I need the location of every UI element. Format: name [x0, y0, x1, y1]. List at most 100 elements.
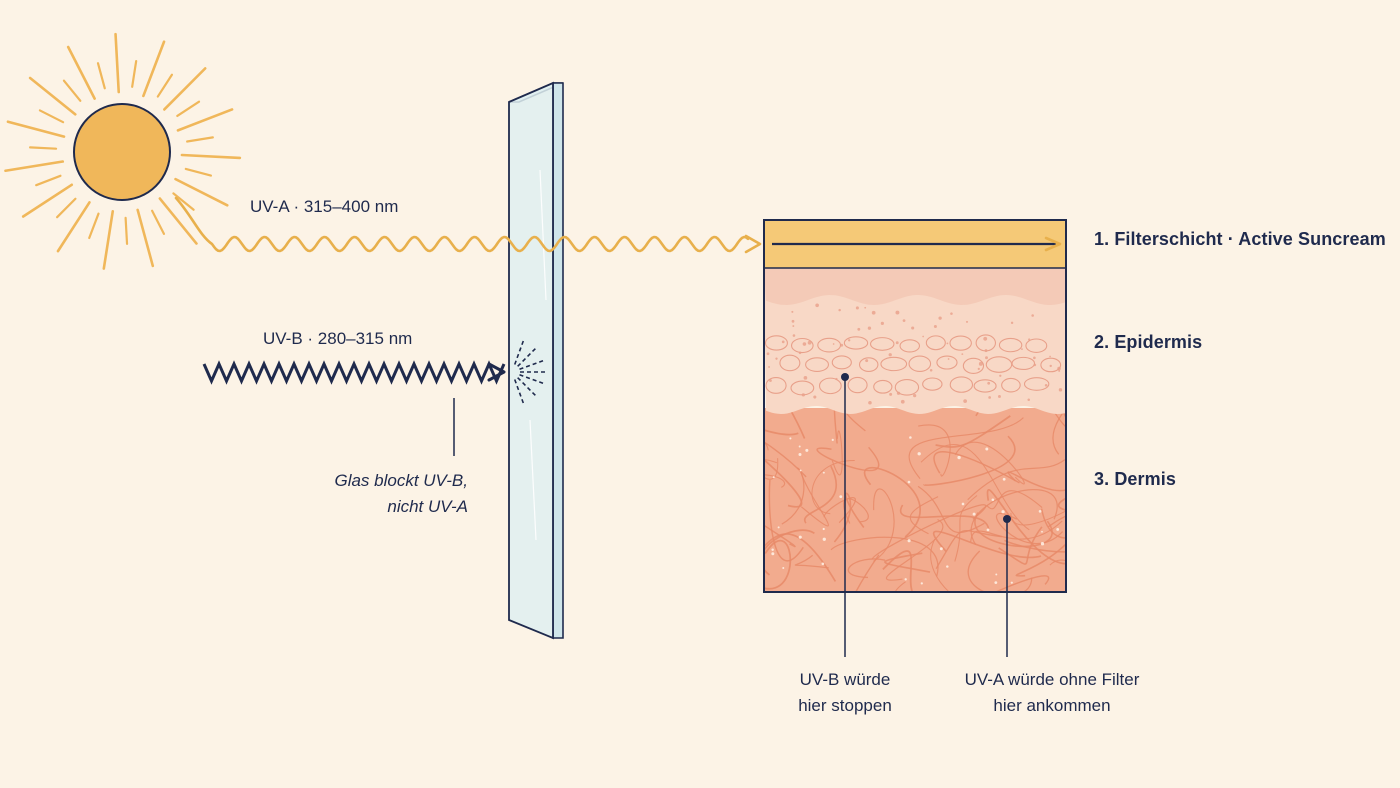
burst-ray [519, 359, 545, 371]
fiber [1057, 497, 1066, 512]
dermis-dot [917, 452, 921, 456]
sun-ray [114, 32, 121, 94]
dermis-dot [1041, 530, 1043, 533]
glass-note-line2: nicht UV-A [387, 497, 468, 516]
cell-dot [775, 357, 778, 360]
cell-dot [792, 325, 795, 328]
fiber [930, 538, 950, 592]
dermis-dot [1056, 528, 1060, 531]
sun-ray [176, 108, 234, 132]
fiber [967, 459, 1066, 501]
cell-dot [983, 336, 988, 341]
dermis-dot [985, 447, 989, 451]
fiber [970, 520, 1063, 543]
uvb-label: UV-B · 280–315 nm [263, 329, 413, 348]
sun-ray [21, 183, 74, 218]
uva-label: UV-A · 315–400 nm [250, 197, 399, 216]
cell-dot [913, 394, 917, 398]
glass-note-line1: Glas blockt UV-B, [334, 471, 468, 490]
uva-wave [174, 196, 762, 254]
cell-dot [988, 396, 991, 399]
dermis-dot [907, 539, 911, 543]
cell-dot [1049, 355, 1051, 358]
sun-ray [88, 212, 100, 240]
fiber [794, 554, 829, 569]
cell [1011, 356, 1036, 371]
dermis-dot [991, 498, 995, 502]
cell-dot [950, 312, 953, 315]
cell [790, 337, 814, 354]
fiber [932, 530, 1042, 559]
cell-dot [857, 327, 861, 331]
burst-ray [517, 377, 537, 397]
cell-dot [815, 303, 819, 308]
cell-dot [900, 399, 905, 404]
cell-dot [929, 368, 933, 372]
cell [922, 377, 943, 391]
cell-dot [985, 356, 988, 360]
fiber [764, 429, 799, 436]
cell-dot [938, 316, 942, 320]
fiber [974, 512, 1053, 548]
sun-ray [142, 40, 166, 98]
cell-dot [998, 395, 1001, 398]
cell [899, 339, 921, 353]
cell [949, 376, 974, 393]
cell-dot [791, 310, 794, 313]
cell [908, 355, 932, 372]
dermis-dot [822, 527, 825, 531]
cell-dot [769, 379, 772, 382]
fiber [923, 435, 1016, 486]
cell [764, 335, 788, 351]
fiber [863, 466, 921, 538]
cell-dot [801, 393, 805, 397]
sun-ray [151, 209, 166, 235]
fiber [764, 442, 769, 451]
sun-ray [66, 45, 96, 100]
fiber [788, 408, 806, 439]
cell-dot [792, 334, 796, 337]
dermis-dot [972, 512, 976, 516]
cell-dot [868, 400, 872, 405]
cell [973, 379, 997, 393]
sun-disc [73, 103, 171, 201]
cell-dot [984, 349, 988, 353]
layer-label-epidermis: 2. Epidermis [1094, 332, 1203, 352]
fiber [884, 552, 931, 573]
glass-note: Glas blockt UV-B, nicht UV-A [334, 468, 468, 520]
fiber [970, 488, 1058, 545]
cell [818, 377, 842, 395]
cell [847, 376, 868, 394]
dermis-dot [986, 528, 990, 532]
cell-dot [871, 310, 876, 315]
cell-dot [902, 319, 906, 323]
cell-dot [911, 326, 915, 330]
uvb-callout-line1: UV-B würde [799, 670, 891, 689]
cell-dot [865, 359, 869, 363]
layer-label-dermis: 3. Dermis [1094, 469, 1176, 489]
fiber [842, 408, 866, 432]
sun-ray [186, 136, 214, 143]
uva-arrive-marker [1003, 515, 1011, 657]
dermis-dot [1010, 581, 1013, 584]
cell-dot [947, 358, 950, 360]
dermis-layer [764, 408, 1066, 592]
cell-dot [880, 321, 884, 325]
burst-ray [519, 373, 545, 385]
fiber [1015, 542, 1066, 577]
cell [805, 357, 829, 372]
cell-dot [1010, 321, 1014, 325]
cell-dot [1031, 314, 1034, 317]
cell-dot [965, 320, 969, 323]
fiber [764, 539, 792, 590]
fiber [1010, 510, 1066, 526]
fiber [816, 446, 880, 472]
cell-dot [1033, 363, 1037, 367]
layer-label-filter: 1. Filterschicht · Active Suncream [1094, 229, 1386, 249]
fiber [854, 554, 880, 592]
dermis-dot [957, 455, 961, 460]
dermis-dot [782, 566, 785, 569]
cell-dot [1033, 356, 1036, 360]
fiber [811, 459, 855, 515]
dermis-dot [909, 436, 912, 439]
